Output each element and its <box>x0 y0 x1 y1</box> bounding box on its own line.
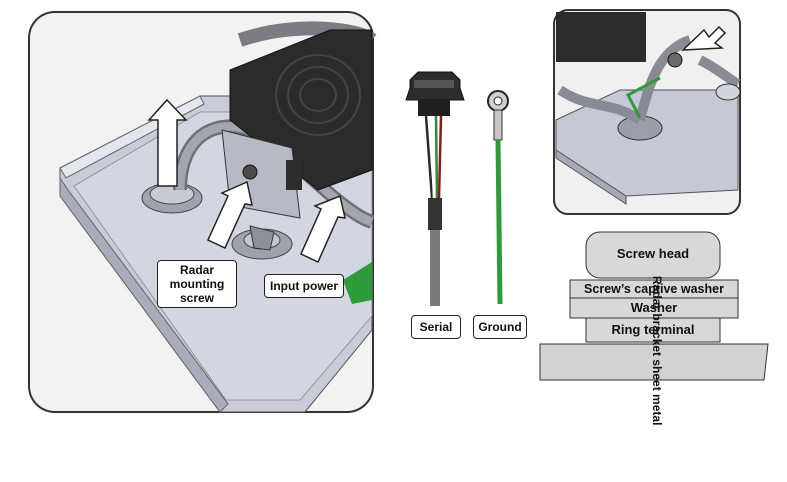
radar-mounting-screw-callout: Radar mounting screw <box>157 260 237 308</box>
main-view-illustration <box>59 21 377 413</box>
inset-view-illustration <box>555 12 741 205</box>
serial-cable <box>405 71 465 306</box>
sheet-metal-label: Radar bracket sheet metal <box>650 276 664 426</box>
serial-label: Serial <box>411 315 461 339</box>
serial-wires <box>424 115 443 199</box>
input-power-callout: Input power <box>264 274 344 298</box>
captive-washer-label: Screw’s captive washer <box>584 282 724 296</box>
screw-head-label: Screw head <box>616 246 690 261</box>
washer-label: Washer <box>630 300 678 315</box>
ring-terminal-label: Ring terminal <box>611 322 695 337</box>
stack-diagram <box>539 231 769 381</box>
ground-label: Ground <box>473 315 527 339</box>
ground-cable <box>487 90 509 305</box>
